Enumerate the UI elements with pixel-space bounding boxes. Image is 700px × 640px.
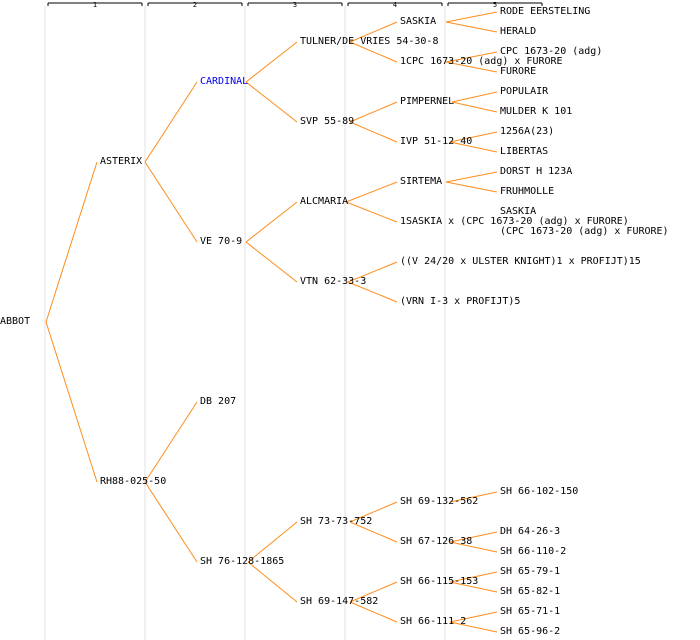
generation-5-node[interactable]: HERALD xyxy=(500,26,537,37)
generation-5-node[interactable]: 1256A(23) xyxy=(500,126,555,137)
generation-4-node[interactable]: 1CPC 1673-20 (adg) x FURORE xyxy=(400,56,563,67)
generation-5-node[interactable]: FRUHMOLLE xyxy=(500,186,555,197)
generation-3-node[interactable]: SH 69-147-582 xyxy=(300,596,379,607)
generation-5-node[interactable]: DH 64-26-3 xyxy=(500,526,561,537)
generation-4-node[interactable]: (VRN I-3 x PROFIJT)5 xyxy=(400,296,521,307)
generation-5-node[interactable]: FURORE xyxy=(500,66,537,77)
generation-number-3: 3 xyxy=(292,1,298,9)
generation-5-node[interactable]: POPULAIR xyxy=(500,86,549,97)
generation-3-node[interactable]: VTN 62-33-3 xyxy=(300,276,367,287)
generation-4-node[interactable]: SH 67-126 38 xyxy=(400,536,473,547)
generation-4-node[interactable]: ((V 24/20 x ULSTER KNIGHT)1 x PROFIJT)15 xyxy=(400,256,641,267)
generation-5-node[interactable]: MULDER K 101 xyxy=(500,106,573,117)
generation-4-node[interactable]: SH 66-111 2 xyxy=(400,616,467,627)
generation-5-node[interactable]: DORST H 123A xyxy=(500,166,573,177)
generation-5-node[interactable]: SH 66-102-150 xyxy=(500,486,579,497)
generation-number-2: 2 xyxy=(192,1,198,9)
parent-node[interactable]: RH88-025-50 xyxy=(100,476,167,487)
generation-number-4: 4 xyxy=(392,1,398,9)
generation-4-node[interactable]: SIRTEMA xyxy=(400,176,443,187)
generation-5-node[interactable]: LIBERTAS xyxy=(500,146,549,157)
grandparent-node[interactable]: DB 207 xyxy=(200,396,237,407)
generation-3-node[interactable]: SH 73-73-752 xyxy=(300,516,373,527)
generation-5-node[interactable]: SH 65-79-1 xyxy=(500,566,561,577)
generation-4-node[interactable]: SASKIA xyxy=(400,16,437,27)
generation-4-node[interactable]: SH 69-132-562 xyxy=(400,496,479,507)
generation-5-node[interactable]: RODE EERSTELING xyxy=(500,6,591,17)
generation-number-1: 1 xyxy=(92,1,98,9)
generation-4-node[interactable]: PIMPERNEL xyxy=(400,96,455,107)
generation-4-node[interactable]: IVP 51-12 40 xyxy=(400,136,473,147)
generation-4-node[interactable]: 1SASKIA x (CPC 1673-20 (adg) x FURORE) xyxy=(400,216,629,227)
parent-node[interactable]: ASTERIX xyxy=(100,156,143,167)
generation-5-node[interactable]: SH 66-110-2 xyxy=(500,546,567,557)
generation-5-node[interactable]: SASKIA xyxy=(500,206,537,217)
generation-3-node[interactable]: TULNER/DE VRIES 54-30-8 xyxy=(300,36,439,47)
grandparent-node-link[interactable]: CARDINAL xyxy=(200,76,249,87)
generation-3-node[interactable]: ALCMARIA xyxy=(300,196,349,207)
generation-5-node[interactable]: SH 65-82-1 xyxy=(500,586,561,597)
root-variety[interactable]: ABBOT xyxy=(0,316,31,327)
generation-5-node[interactable]: (CPC 1673-20 (adg) x FURORE) xyxy=(500,226,669,237)
grandparent-node[interactable]: SH 76-128-1865 xyxy=(200,556,285,567)
generation-5-node[interactable]: SH 65-96-2 xyxy=(500,626,561,637)
generation-3-node[interactable]: SVP 55-89 xyxy=(300,116,355,127)
grandparent-node[interactable]: VE 70-9 xyxy=(200,236,243,247)
generation-5-node[interactable]: CPC 1673-20 (adg) xyxy=(500,46,603,57)
generation-5-node[interactable]: SH 65-71-1 xyxy=(500,606,561,617)
generation-number-5: 5 xyxy=(492,1,498,9)
generation-4-node[interactable]: SH 66-115-153 xyxy=(400,576,479,587)
